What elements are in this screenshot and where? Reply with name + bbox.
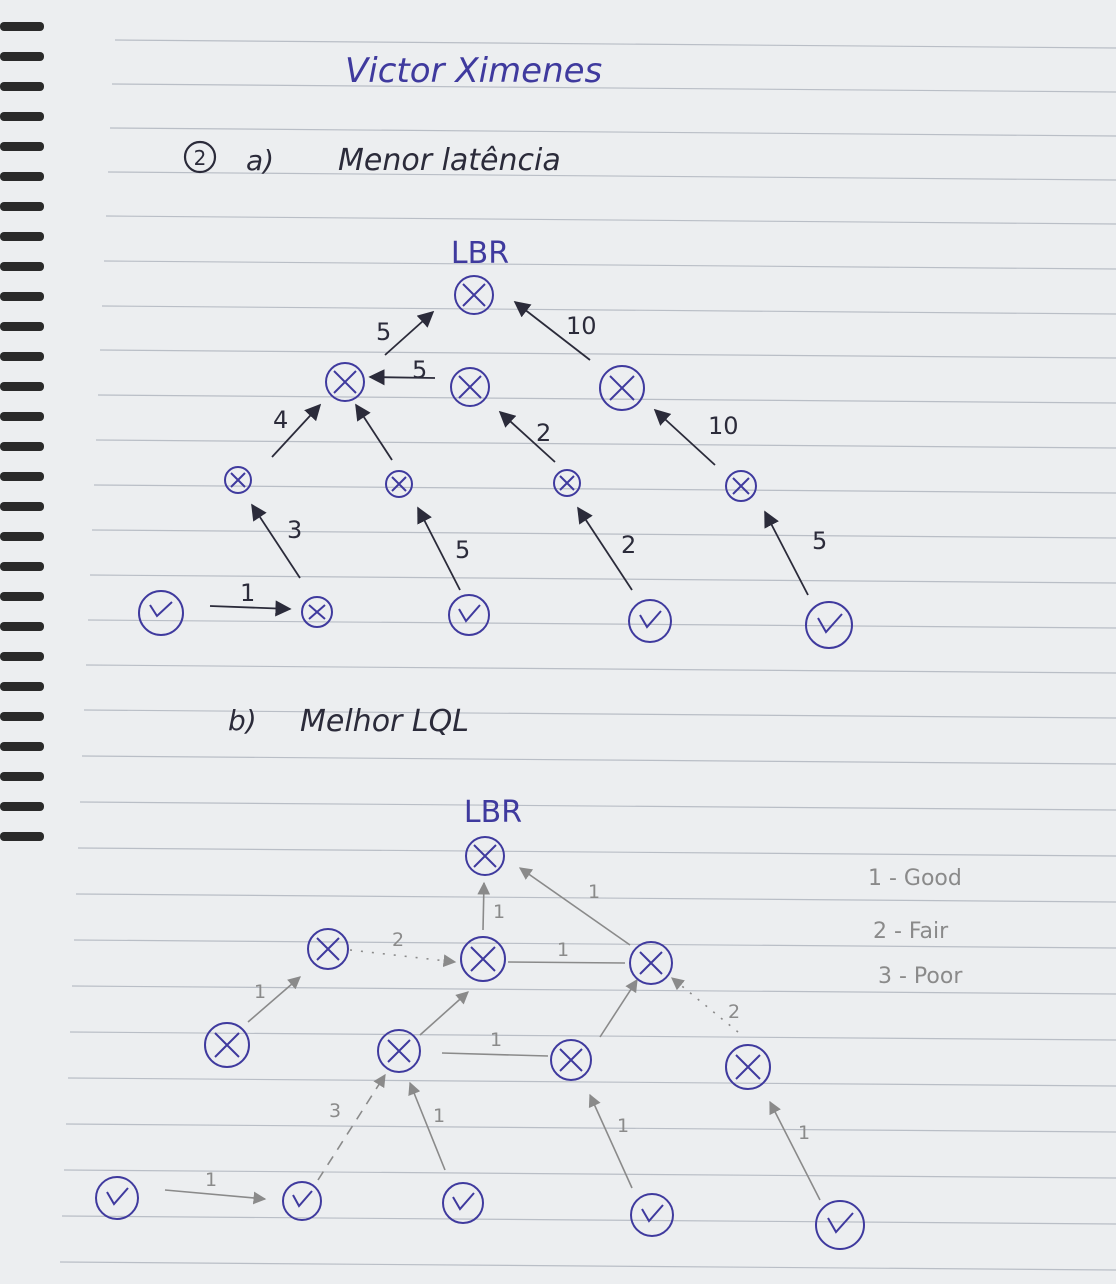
edge-weight-label: 3 <box>329 1100 341 1122</box>
ruled-lines <box>59 39 1116 1271</box>
legend-item: 1 - Good <box>868 866 962 891</box>
router-node <box>442 1182 484 1224</box>
legend-item: 2 - Fair <box>873 919 949 944</box>
router-node <box>465 836 505 876</box>
legend-item: 3 - Poor <box>878 964 963 989</box>
quality-legend: 1 - Good 2 - Fair 3 - Poor <box>868 866 963 989</box>
router-node <box>204 1022 250 1068</box>
edge-weight-label: 2 <box>392 929 404 951</box>
question-number: 2 <box>194 146 207 170</box>
router-node <box>450 367 490 407</box>
edge-weight-label: 3 <box>287 516 302 544</box>
router-node <box>599 365 645 411</box>
edge-weight-label: 5 <box>412 356 427 384</box>
router-node <box>805 601 853 649</box>
part-b-root-label: LBR <box>464 795 522 830</box>
part-b-edges <box>164 867 821 1205</box>
spiral-binding <box>0 22 44 841</box>
edge-weight-label: 1 <box>557 939 569 961</box>
router-node <box>725 1044 771 1090</box>
edge-weight-label: 1 <box>205 1169 217 1191</box>
part-a-title: Menor latência <box>338 143 561 178</box>
edge-weight-label: 1 <box>433 1105 445 1127</box>
router-node <box>630 1193 674 1237</box>
edge-weight-label: 1 <box>240 579 255 607</box>
latency-tree-diagram: LBR 5 10 5 4 2 10 3 5 2 5 1 <box>138 236 853 649</box>
edge-weight-label: 1 <box>254 981 266 1003</box>
part-a-label: a) <box>246 144 274 177</box>
edge-weight-label: 4 <box>273 406 288 434</box>
router-node <box>550 1039 592 1081</box>
router-node <box>460 936 506 982</box>
router-node <box>815 1200 865 1250</box>
router-node <box>325 362 365 402</box>
edge-weight-label: 5 <box>455 536 470 564</box>
router-node <box>282 1181 322 1221</box>
router-node <box>138 590 184 636</box>
part-b-label: b) <box>228 704 257 737</box>
question-number-badge: 2 <box>183 140 217 174</box>
router-node <box>307 928 349 970</box>
edge-weight-label: 2 <box>621 531 636 559</box>
part-a-edge-weights: 5 10 5 4 2 10 3 5 2 5 1 <box>240 312 827 607</box>
edge-weight-label: 5 <box>812 527 827 555</box>
edge-weight-label: 1 <box>490 1029 502 1051</box>
router-node <box>95 1176 139 1220</box>
part-a-root-label: LBR <box>451 236 509 271</box>
edge-weight-label: 1 <box>798 1122 810 1144</box>
edge-weight-label: 10 <box>708 412 739 440</box>
author-name: Victor Ximenes <box>345 51 602 91</box>
edge-weight-label: 1 <box>493 901 505 923</box>
edge-weight-label: 2 <box>728 1001 740 1023</box>
part-b-title: Melhor LQL <box>300 704 469 739</box>
edge-weight-label: 1 <box>617 1115 629 1137</box>
part-b-edge-weights: 1 1 2 1 2 1 1 3 1 1 1 1 <box>205 881 810 1191</box>
part-b-nodes <box>95 836 865 1250</box>
lql-tree-diagram: LBR 1 1 2 1 2 1 1 3 1 1 <box>95 795 963 1250</box>
router-node <box>377 1029 421 1073</box>
router-node <box>224 466 252 494</box>
part-a-edges <box>209 301 809 617</box>
router-node <box>628 599 672 643</box>
router-node <box>553 469 581 497</box>
router-node <box>725 470 757 502</box>
edge-weight-label: 2 <box>536 419 551 447</box>
router-node <box>629 941 673 985</box>
router-node <box>385 470 413 498</box>
edge-weight-label: 5 <box>376 318 391 346</box>
part-a-nodes <box>138 275 853 649</box>
router-node <box>301 596 333 628</box>
edge-weight-label: 10 <box>566 312 597 340</box>
router-node <box>454 275 494 315</box>
router-node <box>448 594 490 636</box>
edge-weight-label: 1 <box>588 881 600 903</box>
